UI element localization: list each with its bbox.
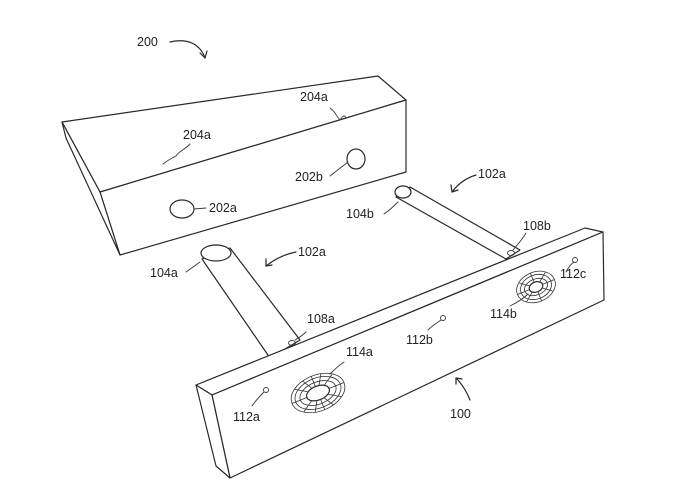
- connector-114a: [290, 372, 346, 414]
- receiving-device-200: [61, 75, 407, 256]
- feature-112c: [572, 257, 578, 263]
- label-200: 200: [137, 35, 158, 49]
- label-202a: 202a: [209, 201, 237, 215]
- port-202b: [346, 148, 366, 170]
- label-104a: 104a: [150, 266, 178, 280]
- label-202b: 202b: [295, 170, 323, 184]
- port-202a: [169, 199, 195, 219]
- pin-108a: [288, 340, 296, 346]
- label-112c: 112c: [560, 267, 586, 281]
- connector-plate-100: [195, 227, 605, 479]
- label-112b: 112b: [406, 333, 433, 347]
- label-204a-front: 204a: [183, 128, 211, 142]
- rod-104b: [394, 185, 521, 260]
- leader-lines: [162, 40, 575, 407]
- feature-112a: [263, 387, 269, 393]
- plate-left-face: [195, 384, 231, 479]
- pin-108b: [507, 250, 515, 256]
- label-104b: 104b: [346, 207, 374, 221]
- label-114a: 114a: [346, 345, 373, 359]
- connector-114b: [516, 270, 556, 304]
- label-108a: 108a: [307, 312, 335, 326]
- label-102a-right: 102a: [478, 167, 506, 181]
- feature-112b: [440, 315, 446, 321]
- box-left-face: [61, 121, 121, 256]
- label-114b: 114b: [490, 307, 517, 321]
- label-204a-top: 204a: [300, 90, 328, 104]
- label-112a: 112a: [233, 410, 260, 424]
- rod-104a: [200, 244, 301, 359]
- label-102a-left: 102a: [298, 245, 326, 259]
- label-108b: 108b: [523, 219, 551, 233]
- reference-labels: 200 204a 204a 202b 202a 102a 104b 108b 1…: [137, 35, 586, 424]
- label-100: 100: [450, 407, 471, 421]
